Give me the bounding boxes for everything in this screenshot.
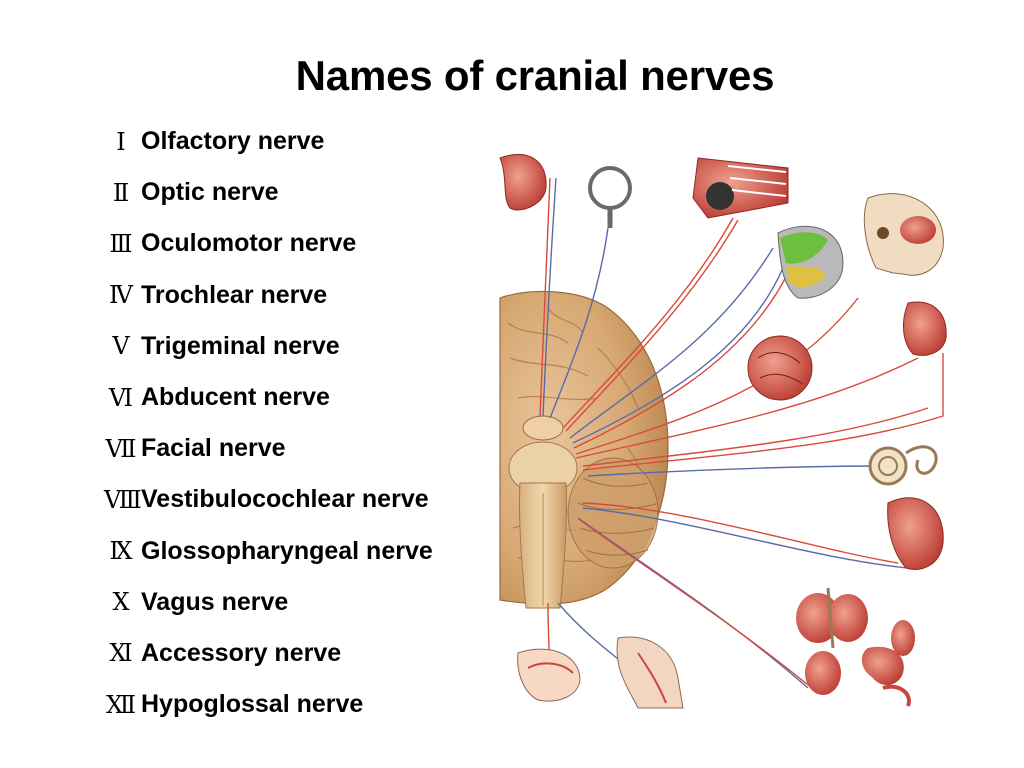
nerve-name: Vagus nerve	[141, 587, 289, 616]
nerve-numeral: Ⅹ	[112, 588, 130, 617]
eye-image	[588, 166, 632, 228]
nerve-numeral: Ⅱ	[112, 178, 130, 207]
head-muscles-image	[747, 335, 813, 401]
nerve-numeral: Ⅻ	[105, 690, 137, 719]
nerve-name: Trigeminal nerve	[141, 331, 340, 360]
nerve-item-trochlear: Ⅳ Trochlear nerve	[104, 270, 433, 321]
nerve-item-hypoglossal: Ⅻ Hypoglossal nerve	[104, 679, 433, 730]
nerve-name: Abducent nerve	[141, 383, 330, 412]
thoracic-organs-image	[796, 587, 915, 707]
nerve-item-oculomotor: Ⅲ Oculomotor nerve	[104, 218, 433, 269]
face-dermatome-image	[777, 225, 844, 299]
nerve-item-vagus: Ⅹ Vagus nerve	[104, 577, 433, 628]
pharynx-image	[887, 497, 944, 570]
nerve-numeral: Ⅲ	[109, 229, 133, 258]
mouth-image	[902, 301, 947, 356]
nerve-numeral: Ⅷ	[104, 485, 142, 514]
nerve-item-trigeminal: Ⅴ Trigeminal nerve	[104, 321, 433, 372]
nerve-name: Optic nerve	[141, 178, 279, 207]
inner-ear-image	[868, 445, 938, 486]
nerve-item-vestibulocochlear: Ⅷ Vestibulocochlear nerve	[104, 474, 433, 525]
nose-image	[499, 154, 547, 211]
nerve-name: Vestibulocochlear nerve	[141, 485, 429, 514]
cranial-nerves-illustration	[499, 154, 947, 709]
nerve-lines	[539, 177, 944, 694]
nerve-item-facial: Ⅶ Facial nerve	[104, 423, 433, 474]
nerve-name: Hypoglossal nerve	[141, 690, 364, 719]
nerve-numeral: Ⅺ	[109, 639, 133, 668]
nerve-name: Glossopharyngeal nerve	[141, 536, 433, 565]
skull-image	[863, 193, 944, 276]
nerve-numeral: Ⅵ	[108, 383, 134, 412]
nerve-name: Trochlear nerve	[141, 280, 328, 309]
nerve-item-abducent: Ⅵ Abducent nerve	[104, 372, 433, 423]
page-title: Names of cranial nerves	[295, 52, 775, 99]
brain-image	[499, 290, 669, 609]
nerve-item-optic: Ⅱ Optic nerve	[104, 167, 433, 218]
orbit-image	[692, 157, 789, 219]
nerve-item-glossopharyngeal: Ⅸ Glossopharyngeal nerve	[104, 526, 433, 577]
nerve-item-accessory: Ⅺ Accessory nerve	[104, 628, 433, 679]
nerve-numeral: Ⅴ	[112, 332, 130, 361]
nerve-numeral: Ⅸ	[109, 537, 133, 566]
nerve-numeral: Ⅳ	[109, 281, 133, 310]
tongue-image	[517, 648, 581, 702]
nerve-list: Ⅰ Olfactory nerve Ⅱ Optic nerve Ⅲ Oculom…	[104, 116, 433, 730]
nerve-name: Oculomotor nerve	[141, 229, 357, 258]
nerve-numeral: Ⅰ	[116, 127, 126, 156]
nerve-name: Accessory nerve	[141, 638, 342, 667]
nerve-name: Olfactory nerve	[141, 127, 325, 156]
nerve-numeral: Ⅶ	[105, 434, 137, 463]
nerve-name: Facial nerve	[141, 434, 286, 463]
neck-image	[616, 636, 684, 709]
nerve-item-olfactory: Ⅰ Olfactory nerve	[104, 116, 433, 167]
